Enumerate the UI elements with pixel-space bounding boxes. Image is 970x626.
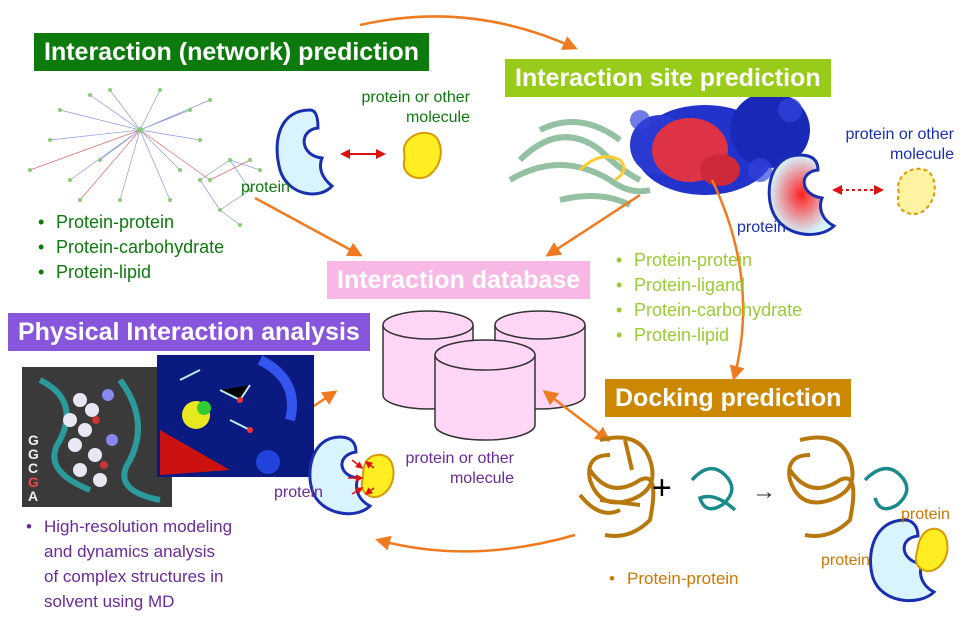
list-item: •Protein-lipid [616,325,730,345]
arrow-docking-to-physical [375,533,576,553]
network-interaction-list: •Protein-protein •Protein-carbohydrate •… [38,210,224,285]
md-structure-image-1 [22,367,172,507]
docking-protein-a-image [578,435,656,538]
list-item: •Protein-ligand [616,275,746,295]
list-item: solvent using MD [44,592,175,611]
database-cylinders-icon [382,310,586,441]
protein-surface-image [508,92,810,208]
label-protein-1: protein [241,179,290,196]
title-physical-analysis: Physical Interaction analysis [8,313,370,351]
molecule-shape-icon [402,131,442,180]
title-docking-prediction: Docking prediction [605,379,852,417]
protein-shape-icon-site [767,153,837,236]
list-item: of complex structures in [44,567,224,586]
docking-complex-image [787,435,949,603]
arrow-site-to-docking [710,179,745,381]
network-graph-image [28,88,262,227]
title-network-prediction: Interaction (network) prediction [34,33,430,71]
physical-analysis-list: •High-resolution modeling and dynamics a… [26,514,232,614]
molecule-shape-dashed-icon [896,167,936,216]
arrow-database-docking [542,390,611,442]
force-arrows [348,459,375,495]
plus-sign: + [652,469,672,507]
label-protein-3: protein [274,484,323,501]
molecule-shape-icon-docking [914,527,949,572]
list-item: and dynamics analysis [44,542,216,561]
label-docking-protein-b: protein [821,552,870,569]
protein-shape-icon-docking [869,518,937,603]
protein-shape-icon [275,108,335,196]
list-item: •Protein-protein [609,569,739,588]
docking-protein-b-image [690,466,737,512]
list-item: •Protein-carbohydrate [616,300,803,320]
list-item: •Protein-protein [616,250,753,270]
site-interaction-list: •Protein-protein •Protein-ligand •Protei… [616,248,802,348]
label-docking-protein-a: protein [901,506,950,523]
docking-interaction-list: •Protein-protein [609,566,739,591]
label-protein-or-other-molecule-3: protein or other molecule [405,450,514,487]
arrow-site-to-database [545,193,641,257]
title-interaction-database: Interaction database [327,261,591,299]
md-structure-image-2 [157,355,314,477]
list-item: •Protein-lipid [38,262,152,282]
right-arrow-sign: → [752,478,776,505]
label-protein-2: protein [737,219,786,236]
dna-sequence-letters: G G C G A [28,432,39,504]
label-protein-or-other-molecule-2: protein or other molecule [845,126,954,163]
list-item: •Protein-carbohydrate [38,237,225,257]
title-site-prediction: Interaction site prediction [505,59,831,97]
arrow-network-to-site [359,15,578,50]
arrow-network-to-database [254,196,363,257]
protein-shape-icon-physical [308,435,373,516]
label-protein-or-other-molecule-1: protein or other molecule [361,89,470,126]
list-item: •High-resolution modeling [26,517,233,536]
list-item: •Protein-protein [38,212,175,232]
